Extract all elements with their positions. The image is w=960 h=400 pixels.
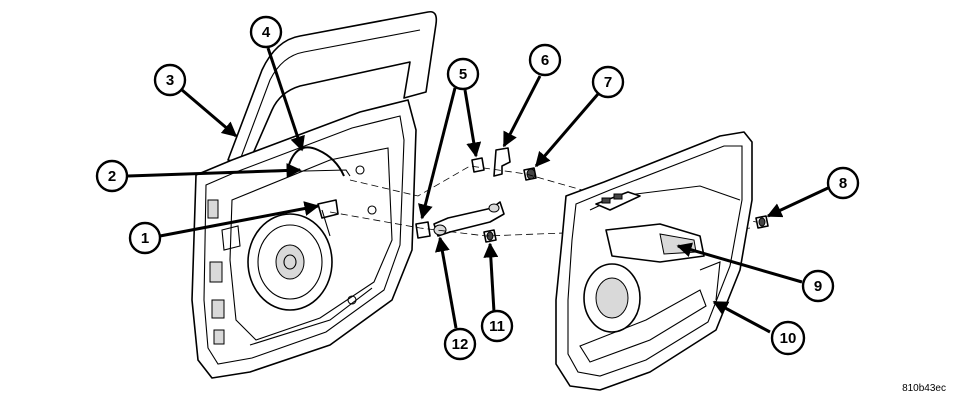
svg-text:10: 10: [780, 330, 797, 347]
svg-text:3: 3: [166, 72, 174, 89]
callout-9: 9: [801, 269, 835, 303]
upper-clip: [471, 157, 485, 173]
callout-2: 2: [95, 159, 129, 193]
svg-text:1: 1: [141, 230, 149, 247]
callout-6: 6: [528, 43, 562, 77]
svg-text:2: 2: [108, 168, 116, 185]
callouts: 1 2 3 4 5 6: [95, 15, 860, 361]
svg-text:9: 9: [814, 278, 822, 295]
svg-text:8: 8: [839, 175, 847, 192]
svg-text:5: 5: [459, 66, 467, 83]
bracket: [493, 147, 511, 177]
callout-4: 4: [249, 15, 283, 49]
lower-clip: [415, 221, 431, 239]
trim-panel: [555, 131, 753, 391]
hardware-parts: [415, 147, 769, 243]
callout-10: 10: [770, 320, 806, 356]
svg-text:12: 12: [452, 336, 469, 353]
svg-text:11: 11: [489, 318, 505, 335]
svg-text:6: 6: [541, 52, 549, 69]
callout-7: 7: [591, 65, 625, 99]
callout-1: 1: [128, 221, 162, 255]
callout-3: 3: [153, 63, 187, 97]
callout-8: 8: [826, 166, 860, 200]
callout-5: 5: [446, 57, 480, 91]
callout-12: 12: [443, 327, 477, 361]
door-shell: [191, 10, 438, 379]
callout-11: 11: [480, 309, 514, 343]
svg-text:4: 4: [262, 24, 271, 41]
figure-id-label: 810b43ec: [902, 383, 946, 394]
svg-text:7: 7: [604, 74, 612, 91]
